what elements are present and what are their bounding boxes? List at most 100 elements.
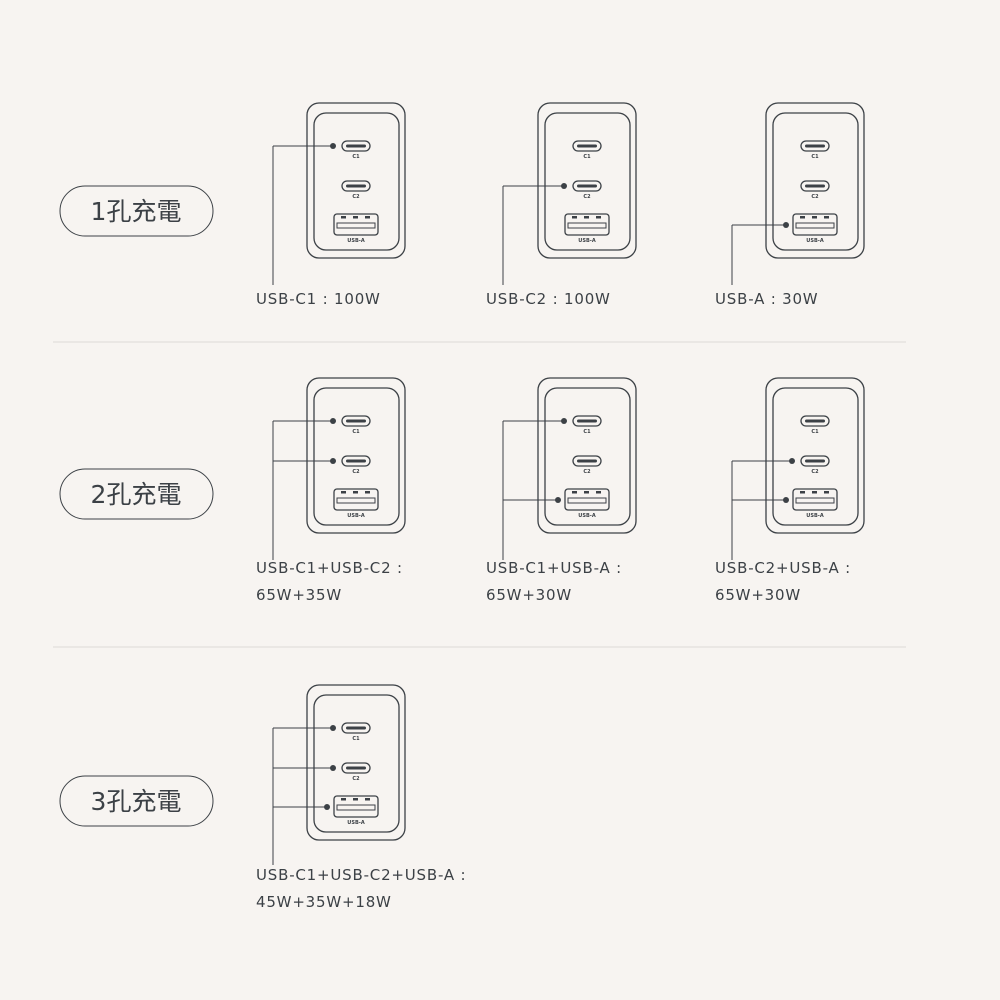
power-label: USB-C2 : 100W (486, 290, 611, 308)
usb-a-pin (365, 216, 370, 219)
usb-c-port-c2 (572, 180, 602, 192)
usb-c-port-c2 (341, 180, 371, 192)
charger-face (772, 112, 859, 251)
usb-c-port-tongue (346, 766, 366, 770)
power-label: 65W+30W (715, 586, 801, 604)
usb-a-pin (341, 216, 346, 219)
usb-c-port-tongue (346, 419, 366, 423)
charger-face (544, 112, 631, 251)
usb-c-port-c1 (341, 722, 371, 734)
usb-a-pin (572, 491, 577, 494)
usb-c-port-c2 (800, 455, 830, 467)
usb-a-port-tongue (336, 222, 376, 229)
leader-dot-c1 (561, 418, 567, 424)
usb-a-pin (365, 798, 370, 801)
leader-dot-c2 (330, 765, 336, 771)
usb-a-port (792, 213, 838, 236)
usb-c-port-c1 (800, 140, 830, 152)
leader-dot-usba (783, 497, 789, 503)
usb-c-port-tongue (805, 459, 825, 463)
section-pill-outline (59, 468, 214, 520)
usb-c-port-tongue (346, 184, 366, 188)
usb-a-pin (812, 216, 817, 219)
usb-c-port-c2 (572, 455, 602, 467)
port-label-c2: C2 (583, 469, 591, 475)
section-pill-outline (59, 185, 214, 237)
port-label-c2: C2 (352, 469, 360, 475)
usb-c-port-tongue (805, 184, 825, 188)
usb-a-port (333, 488, 379, 511)
charger-body (306, 684, 406, 841)
usb-a-pin (584, 491, 589, 494)
charger-body (537, 102, 637, 259)
port-label-usba: USB-A (806, 513, 824, 519)
usb-a-pin (800, 216, 805, 219)
charger-body (765, 102, 865, 259)
port-label-c2: C2 (811, 469, 819, 475)
leader-dot-c2 (561, 183, 567, 189)
charger-face (544, 387, 631, 526)
usb-a-pin (341, 798, 346, 801)
usb-c-port-tongue (346, 726, 366, 730)
charger-body (306, 377, 406, 534)
usb-a-port (333, 795, 379, 818)
leader-dot-c1 (330, 418, 336, 424)
usb-a-pin (572, 216, 577, 219)
power-label: 65W+30W (486, 586, 572, 604)
port-label-usba: USB-A (578, 513, 596, 519)
usb-a-port-tongue (567, 497, 607, 504)
usb-a-pin (812, 491, 817, 494)
usb-c-port-c1 (572, 140, 602, 152)
leader-dot-c2 (789, 458, 795, 464)
usb-a-port-tongue (336, 497, 376, 504)
usb-c-port-c2 (341, 762, 371, 774)
port-label-c2: C2 (811, 194, 819, 200)
power-label: USB-C1+USB-C2 : (256, 559, 403, 577)
port-label-usba: USB-A (347, 238, 365, 244)
charger-face (313, 694, 400, 833)
usb-a-pin (596, 216, 601, 219)
usb-c-port-c1 (800, 415, 830, 427)
section-title: 1孔充電 (91, 197, 182, 226)
section-pill-outline (59, 775, 214, 827)
port-label-c1: C1 (811, 154, 819, 160)
leader-dot-usba (783, 222, 789, 228)
usb-a-pin (584, 216, 589, 219)
usb-c-port-c2 (800, 180, 830, 192)
power-label: USB-C1+USB-C2+USB-A : (256, 866, 466, 884)
charger-face (772, 387, 859, 526)
port-label-c2: C2 (352, 776, 360, 782)
section-title: 3孔充電 (91, 787, 182, 816)
usb-c-port-tongue (346, 459, 366, 463)
usb-a-port-tongue (795, 497, 835, 504)
charger-body (537, 377, 637, 534)
power-label: USB-C1 : 100W (256, 290, 381, 308)
power-label: USB-C1+USB-A : (486, 559, 622, 577)
usb-c-port-c1 (572, 415, 602, 427)
usb-a-pin (800, 491, 805, 494)
port-label-c1: C1 (583, 154, 591, 160)
charger-body (765, 377, 865, 534)
charger-body (306, 102, 406, 259)
usb-c-port-tongue (577, 419, 597, 423)
usb-a-pin (353, 216, 358, 219)
charger-face (313, 112, 400, 251)
leader-dot-c1 (330, 725, 336, 731)
usb-a-port-tongue (567, 222, 607, 229)
usb-a-port-tongue (336, 804, 376, 811)
usb-c-port-c1 (341, 140, 371, 152)
port-label-c1: C1 (352, 154, 360, 160)
usb-a-port (564, 213, 610, 236)
port-label-c1: C1 (583, 429, 591, 435)
usb-c-port-tongue (577, 459, 597, 463)
section-pill: 1孔充電 (59, 185, 214, 237)
port-label-usba: USB-A (578, 238, 596, 244)
